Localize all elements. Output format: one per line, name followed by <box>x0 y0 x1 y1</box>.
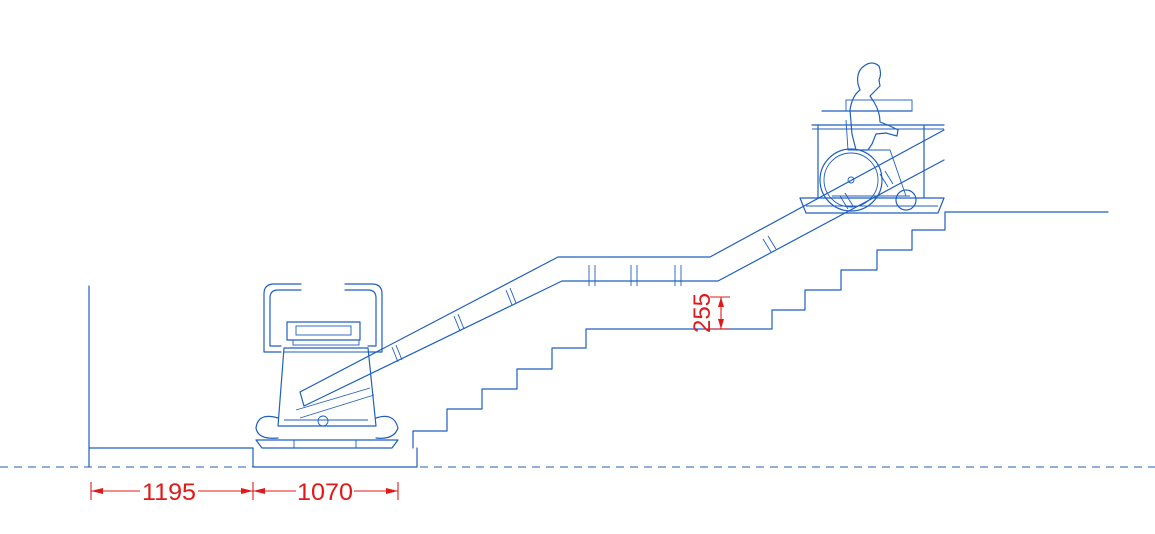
lift-platform-upper <box>799 62 945 214</box>
lower-landing <box>88 285 418 468</box>
stair-lift-rail <box>299 129 945 407</box>
dimension-clearance: 255 <box>689 293 730 333</box>
dimension-label-1070: 1070 <box>297 479 353 506</box>
staircase-profile <box>412 211 946 449</box>
lift-platform-lower <box>255 283 399 449</box>
dimension-landing: 1195 <box>90 479 254 506</box>
dimension-lift-base: 1070 <box>253 479 399 506</box>
dimension-label-1195: 1195 <box>142 479 196 506</box>
dimension-label-255: 255 <box>689 293 716 333</box>
